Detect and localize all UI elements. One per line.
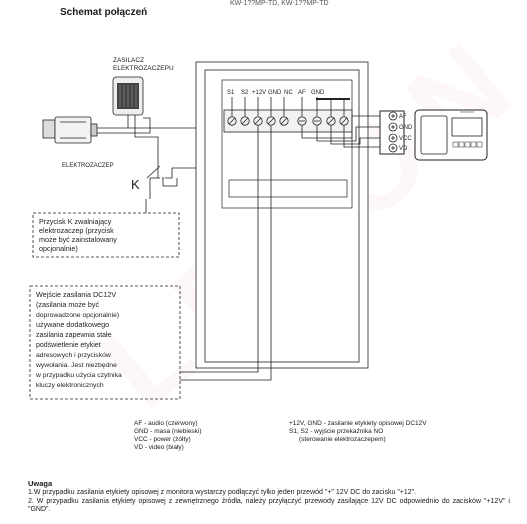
legend-af: AF - audio (czerwony) <box>134 420 198 427</box>
legend-sterowanie: (sterowanie elektrozaczepem) <box>299 436 386 443</box>
panel-housing <box>195 61 369 369</box>
note2-line-3: doprowadzone opcjonalnie) <box>36 312 119 319</box>
note1-line-2: elektrozaczep (przycisk <box>39 226 114 235</box>
uwaga-line-2: 2. W przypadku zasilania etykiety opisow… <box>28 497 510 514</box>
terminal-label-12v: +12V <box>252 90 266 96</box>
legend-vd: VD - video (biały) <box>134 444 184 451</box>
terminal-label-nc: NC <box>284 90 293 96</box>
uwaga-title: Uwaga <box>28 479 53 488</box>
power-supply <box>112 76 144 116</box>
header-model-text: KW-1??MP-TD, KW-1??MP-TD <box>230 0 329 7</box>
note2-line-8: wywołania. Jest niezbędne <box>35 362 117 369</box>
note2-line-1: Wejście zasilania DC12V <box>36 290 116 299</box>
monitor-connector <box>379 110 405 155</box>
terminal-label-s1: S1 <box>227 90 235 96</box>
zasilacz-label-1: ZASILACZ <box>113 57 144 64</box>
pin-label-gnd: GND <box>399 125 413 131</box>
legend-gnd: GND - masa (niebieski) <box>134 428 202 435</box>
button-k <box>146 165 178 187</box>
legend-right: +12V, GND - zasilanie etykiety opisowej … <box>289 420 427 444</box>
button-k-label: K <box>131 177 140 192</box>
door-strike <box>42 116 98 144</box>
note2-line-2: (zasilania może być <box>36 300 100 309</box>
note2-line-6: podświetlenie etykiet <box>36 342 101 349</box>
note-wejscie-box <box>29 285 181 400</box>
terminal-label-gnd: GND <box>268 90 282 96</box>
legend-12v: +12V, GND - zasilanie etykiety opisowej … <box>289 420 427 427</box>
terminal-label-af: AF <box>298 90 306 96</box>
elektrozaczep-label: ELEKTROZACZEP <box>62 163 114 169</box>
note2-line-9: w przypadku użycia czytnika <box>35 372 122 379</box>
legend-left: AF - audio (czerwony) GND - masa (niebie… <box>134 420 202 452</box>
terminal-label-s2: S2 <box>241 90 249 96</box>
note-przycisk-box <box>32 212 180 258</box>
legend-s1s2: S1, S2 - wyjście przekaźnika NO <box>289 428 384 435</box>
zasilacz-label-2: ELEKTROZACZEPU <box>113 65 174 72</box>
pin-label-vcc: VCC <box>399 136 412 142</box>
uwaga-body: 1.W przypadku zasilania etykiety opisowe… <box>28 489 510 515</box>
note2-line-10: kluczy elektronicznych <box>36 382 104 389</box>
note2-line-4: używane dodatkowego <box>36 320 109 329</box>
note2-line-5: zasilania zapewnia stałe <box>36 332 112 339</box>
pin-label-vd: VD <box>399 146 408 152</box>
note1-line-3: może być zainstalowany <box>39 235 117 244</box>
note2-line-7: adresowych i przycisków <box>36 352 111 359</box>
note1-line-1: Przycisk K zwalniający <box>39 217 112 226</box>
terminal-label-gnd2: GND <box>311 90 325 96</box>
note1-line-4: opcjonalnie) <box>39 244 78 253</box>
legend-vcc: VCC - power (żółty) <box>134 436 191 443</box>
uwaga-line-1: 1.W przypadku zasilania etykiety opisowe… <box>28 489 417 496</box>
terminal-screws <box>227 116 349 126</box>
monitor <box>414 109 488 161</box>
pin-label-af: AF <box>399 114 407 120</box>
page-title: Schemat połączeń <box>60 7 148 18</box>
